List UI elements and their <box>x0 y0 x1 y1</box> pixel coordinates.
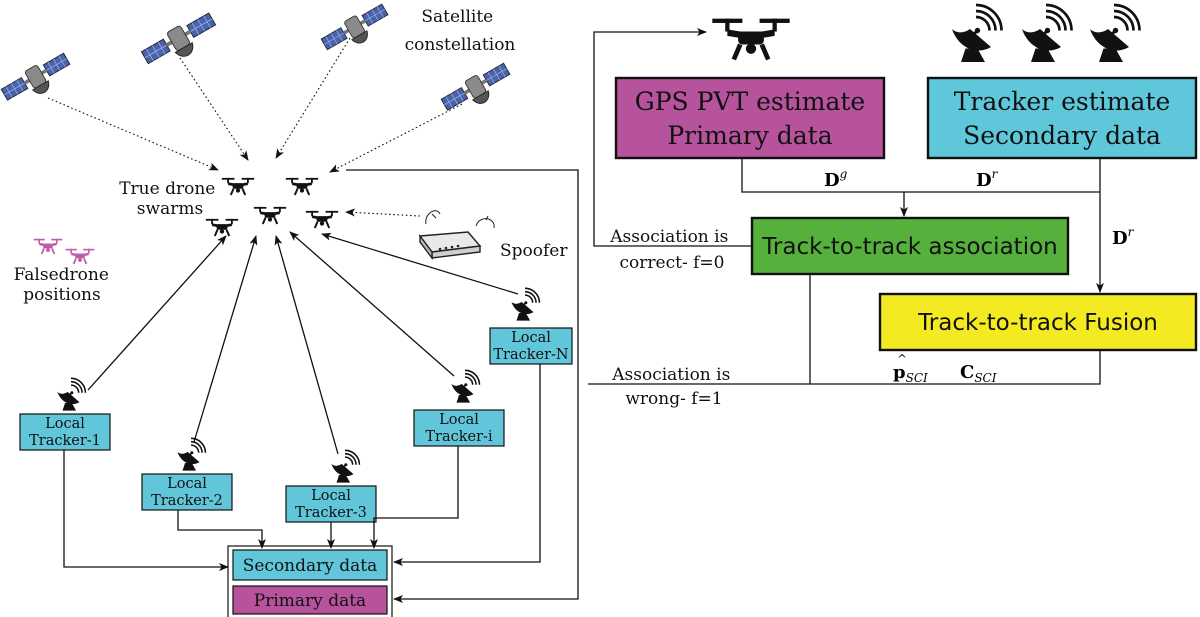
fusion-output-line <box>810 350 1101 385</box>
false-drone-icon <box>64 247 96 265</box>
data-flow-line <box>63 450 229 571</box>
drone-icon <box>712 19 789 60</box>
correct-feedback-line <box>593 28 752 247</box>
true-drone-label: True drone swarms <box>119 179 221 219</box>
c-sci-label: CSCI <box>960 362 997 385</box>
satellite-signal-line <box>47 97 219 171</box>
svg-text:Track-to-track association: Track-to-track association <box>761 234 1057 260</box>
p-sci-label: ^ pSCI <box>893 352 928 385</box>
satellite-icon <box>0 49 77 111</box>
svg-text:Secondary data: Secondary data <box>243 556 378 576</box>
tracking-arrow <box>274 235 339 455</box>
data-flow-line <box>393 364 541 566</box>
radar-dish-icon <box>450 369 481 404</box>
radar-dish-icon <box>1088 3 1141 64</box>
tracking-arrow <box>87 235 227 391</box>
false-drone-label: Falsedrone positions <box>14 265 115 305</box>
dr-label: Dr <box>976 167 999 191</box>
radar-dish-icon <box>950 3 1003 64</box>
fusion-box: Track-to-track Fusion <box>878 292 1198 352</box>
svg-text:^: ^ <box>897 352 907 366</box>
drone-icon <box>284 176 320 197</box>
drone-icon <box>252 205 288 226</box>
spoofer-label: Spoofer <box>500 241 568 261</box>
data-container <box>227 545 393 617</box>
data-flow-line <box>177 510 266 549</box>
radar-dish-icon <box>176 437 207 472</box>
tracking-arrow <box>321 232 519 295</box>
svg-text:Track-to-track Fusion: Track-to-track Fusion <box>917 310 1158 336</box>
drone-icon <box>304 209 340 230</box>
radar-dish-icon <box>56 377 87 412</box>
false-drone-icon <box>32 237 64 255</box>
tracking-arrow <box>289 231 455 377</box>
svg-text:Primary data: Primary data <box>254 591 366 611</box>
spoofer-signal-line <box>345 208 421 217</box>
primary-data-box: Primary data <box>232 585 388 615</box>
association-box: Track-to-track association <box>750 216 1070 276</box>
dg-label: Dg <box>824 167 848 191</box>
satellite-signal-line <box>275 37 351 159</box>
satellite-icon <box>318 0 395 60</box>
drone-icon <box>204 217 240 238</box>
satellite-icon <box>139 9 223 76</box>
wrong-label: Association is wrong- f=1 <box>611 365 735 409</box>
router-icon <box>418 210 495 261</box>
drone-icon <box>220 176 256 197</box>
satellite-signal-line <box>179 57 249 161</box>
radar-dish-icon <box>330 449 361 484</box>
satellite-icon <box>438 59 517 121</box>
satellite-signal-line <box>329 103 463 173</box>
secondary-data-box: Secondary data <box>232 549 388 581</box>
data-flow-line <box>370 446 459 549</box>
merge-line <box>741 158 1100 193</box>
primary-feed-line <box>346 169 579 603</box>
svg-text:pSCI: pSCI <box>893 362 928 385</box>
radar-dish-icon <box>1020 3 1073 64</box>
tracking-arrow <box>193 235 258 443</box>
correct-label: Association is correct- f=0 <box>609 227 733 273</box>
satellite-label: Satellite constellation <box>405 7 516 55</box>
dr-side-label: Dr <box>1112 225 1135 249</box>
